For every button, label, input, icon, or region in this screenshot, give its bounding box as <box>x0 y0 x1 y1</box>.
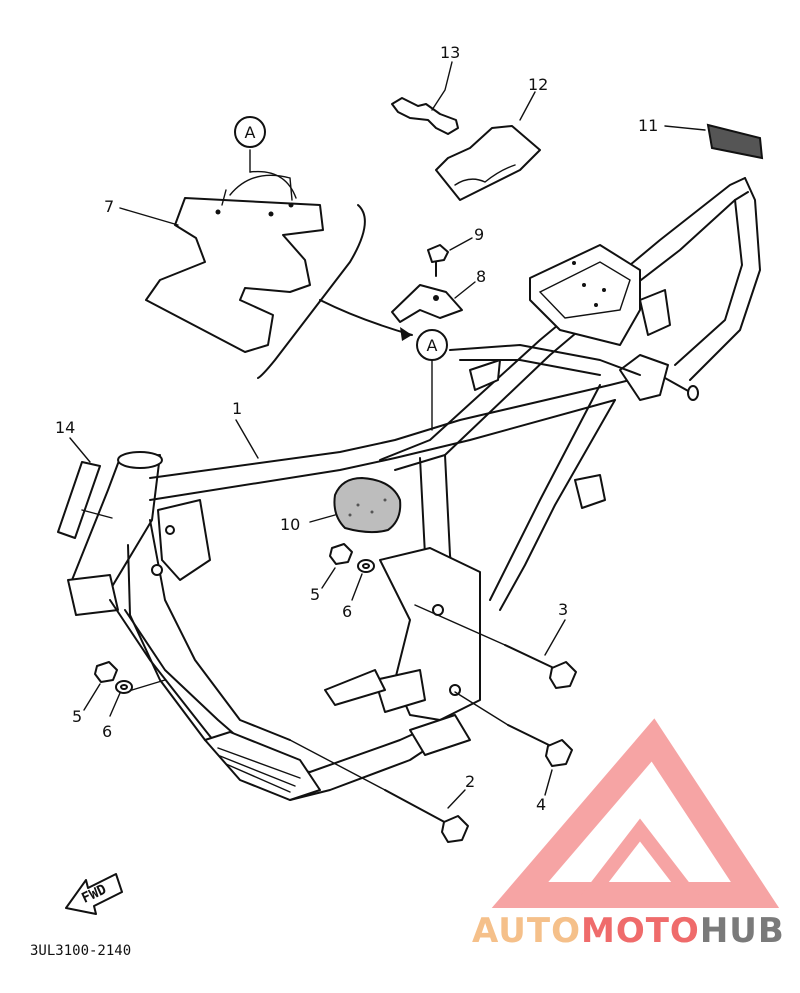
watermark-logo <box>491 718 780 908</box>
callout-12: 12 <box>528 75 548 94</box>
callout-4: 4 <box>536 795 546 814</box>
callout-7: 7 <box>104 197 114 216</box>
svg-text:A: A <box>245 123 256 142</box>
callout-8: 8 <box>476 267 486 286</box>
bolt-part-3 <box>414 604 577 689</box>
callout-10: 10 <box>280 515 300 534</box>
callout-11: 11 <box>638 116 658 135</box>
brand-part-moto: MOTO <box>581 911 700 951</box>
callout-5-lower: 5 <box>72 707 82 726</box>
brand-part-hub: HUB <box>700 911 785 951</box>
washer-part-6-lower <box>109 679 166 717</box>
foam-part-10 <box>309 476 402 534</box>
callout-6-upper: 6 <box>342 602 352 621</box>
damper-part-11 <box>664 123 764 160</box>
cover-part-12 <box>435 91 541 201</box>
fwd-arrow-icon: FWD <box>65 873 123 915</box>
callout-3: 3 <box>558 600 568 619</box>
tape-part-14 <box>57 437 113 539</box>
detail-marker-frame: A <box>416 329 448 431</box>
callout-14: 14 <box>55 418 75 437</box>
brand-part-auto: AUTO <box>472 911 581 951</box>
callout-5-upper: 5 <box>310 585 320 604</box>
detail-reference-line <box>257 204 413 379</box>
bracket-part-8 <box>391 281 476 323</box>
detail-marker-top: A <box>234 116 266 148</box>
callout-2: 2 <box>465 772 475 791</box>
strap-part-13 <box>391 61 459 135</box>
nut-part-5-upper <box>321 543 353 589</box>
bolt-part-2 <box>289 739 469 843</box>
main-frame-part-1 <box>67 177 761 801</box>
callout-6-lower: 6 <box>102 722 112 741</box>
svg-text:AUTOMOTOHUB: AUTOMOTOHUB <box>472 911 785 951</box>
bolt-part-4 <box>454 691 573 796</box>
callout-1: 1 <box>232 399 242 418</box>
bolt-part-9 <box>427 237 473 277</box>
svg-text:A: A <box>427 336 438 355</box>
callout-9: 9 <box>474 225 484 244</box>
nut-part-5-lower <box>83 661 118 711</box>
washer-part-6-upper <box>351 559 375 601</box>
plate-part-7 <box>119 149 324 353</box>
document-code: 3UL3100-2140 <box>30 943 131 959</box>
callout-13: 13 <box>440 43 460 62</box>
watermark-brand-text: AUTOMOTOHUB <box>472 911 785 951</box>
